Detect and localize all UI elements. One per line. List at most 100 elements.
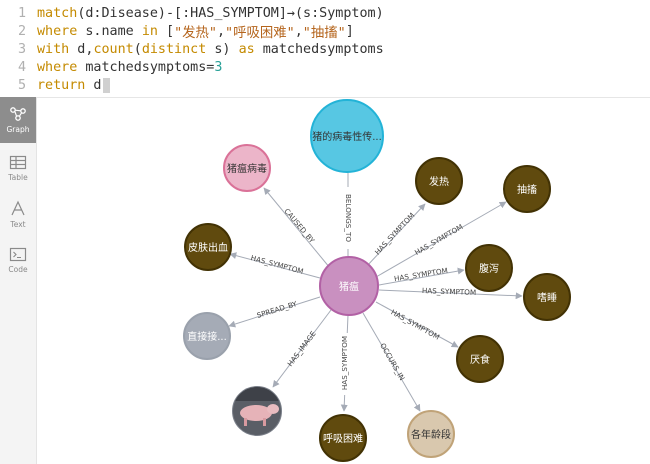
node-label: 呼吸困难 — [323, 433, 363, 445]
node-symptom-anorexia[interactable]: 厌食 — [456, 335, 504, 383]
node-symptom-lethargy[interactable]: 嗜睡 — [523, 273, 571, 321]
bracket-open: [ — [157, 23, 175, 39]
keyword-in: in — [141, 23, 158, 39]
keyword-return: return — [37, 77, 86, 93]
sidebar-item-label: Table — [8, 172, 28, 182]
relationship-occurs-in[interactable]: OCCURS_IN — [362, 312, 421, 412]
relationship-has-symptom-skin-bleeding[interactable]: HAS_SYMPTOM — [229, 252, 321, 279]
relationship-label: OCCURS_IN — [378, 341, 407, 382]
relationship-label: HAS_SYMPTOM — [340, 336, 349, 390]
relationship-label: HAS_SYMPTOM — [393, 266, 448, 283]
node-label: 腹泻 — [479, 262, 499, 275]
number-literal: 3 — [214, 59, 223, 75]
sidebar-item-table[interactable]: Table — [0, 145, 36, 191]
relationship-label: BELONGS_TO — [344, 194, 353, 242]
query-editor[interactable]: 1 match(d:Disease)-[:HAS_SYMPTOM]→(s:Symp… — [0, 0, 650, 98]
graph-svg: BELONGS_TO CAUSED_BY HAS_SYMPTOM HAS_SYM… — [183, 99, 571, 462]
query-line-5: 5 return d — [0, 76, 110, 94]
node-label: 抽搐 — [517, 183, 537, 196]
relationship-label: SPREAD_BY — [256, 299, 299, 320]
node-symptom-dyspnea[interactable]: 呼吸困难 — [319, 414, 367, 462]
node-label: 猪瘟病毒 — [227, 162, 267, 175]
relationship-label: HAS_IMAGE — [285, 329, 318, 368]
relationship-has-symptom-diarrhea[interactable]: HAS_SYMPTOM — [378, 266, 465, 286]
relationship-has-symptom-dyspnea[interactable]: HAS_SYMPTOM — [338, 314, 352, 412]
relationship-belongs-to[interactable]: BELONGS_TO — [340, 161, 356, 257]
variable-text: d — [85, 77, 102, 93]
bracket-close: ] — [345, 23, 354, 39]
function-count: count — [93, 41, 134, 57]
sidebar-item-label: Code — [8, 264, 28, 274]
sidebar-item-code[interactable]: Code — [0, 237, 36, 283]
relationship-label: HAS_SYMPTOM — [373, 211, 417, 257]
relationship-label: HAS_SYMPTOM — [413, 222, 464, 257]
node-disease-center[interactable]: 猪瘟 — [319, 256, 379, 316]
keyword-with: with — [37, 41, 70, 57]
comma: , — [294, 23, 303, 39]
table-icon — [9, 155, 27, 169]
sidebar-item-graph[interactable]: Graph — [0, 97, 36, 143]
node-label: 直接接... — [187, 330, 227, 343]
node-label: 各年龄段 — [411, 428, 451, 441]
relationship-label: HAS_SYMPTOM — [389, 307, 441, 341]
node-label: 嗜睡 — [537, 291, 557, 304]
node-label: 皮肤出血 — [188, 241, 228, 254]
view-sidebar: Graph Table Text Code — [0, 97, 37, 464]
pattern-text: (d:Disease)-[:HAS_SYMPTOM]→(s:Symptom) — [77, 5, 384, 21]
code-icon — [9, 247, 27, 261]
sidebar-item-text[interactable]: Text — [0, 191, 36, 237]
string-dyspnea: "呼吸困难" — [225, 26, 295, 41]
graph-icon — [10, 107, 26, 121]
string-convulsion: "抽搐" — [302, 26, 346, 41]
node-symptom-skin-bleeding[interactable]: 皮肤出血 — [184, 223, 232, 271]
relationship-label: HAS_SYMPTOM — [250, 253, 305, 276]
node-symptom-fever[interactable]: 发热 — [415, 157, 463, 205]
condition-text: matchedsymptoms= — [77, 59, 215, 75]
line-number: 2 — [17, 23, 26, 39]
query-line-1: 1 match(d:Disease)-[:HAS_SYMPTOM]→(s:Symp… — [0, 4, 384, 22]
query-line-4: 4 where matchedsymptoms=3 — [0, 58, 223, 76]
text-cursor — [102, 77, 110, 93]
relationship-label: HAS_SYMPTOM — [422, 286, 476, 297]
node-spread[interactable]: 直接接... — [183, 312, 231, 360]
relationship-spread-by[interactable]: SPREAD_BY — [228, 296, 321, 328]
property-text: s.name — [77, 23, 142, 39]
comma: , — [216, 23, 226, 39]
keyword-distinct: distinct — [141, 41, 207, 57]
variable-text: s) — [206, 41, 239, 57]
line-number: 3 — [17, 41, 26, 57]
node-age[interactable]: 各年龄段 — [407, 410, 455, 458]
relationship-has-symptom-anorexia[interactable]: HAS_SYMPTOM — [375, 301, 459, 348]
node-cause[interactable]: 猪瘟病毒 — [223, 144, 271, 192]
node-label: 发热 — [429, 175, 449, 188]
sidebar-item-label: Text — [10, 219, 26, 229]
relationship-caused-by[interactable]: CAUSED_BY — [263, 187, 331, 269]
node-label: 厌食 — [470, 353, 490, 366]
text-icon — [11, 200, 25, 215]
graph-canvas[interactable]: BELONGS_TO CAUSED_BY HAS_SYMPTOM HAS_SYM… — [37, 97, 650, 464]
alias-text: matchedsymptoms — [254, 41, 384, 57]
node-label: 猪瘟 — [339, 280, 359, 293]
keyword-match: match — [37, 5, 78, 21]
paren-open: ( — [133, 41, 142, 57]
query-line-3: 3 with d,count(distinct s) as matchedsymp… — [0, 40, 384, 58]
string-fever: "发热" — [174, 26, 217, 41]
line-number: 5 — [17, 77, 26, 93]
node-image[interactable] — [232, 386, 282, 436]
node-category[interactable]: 猪的病毒性传... — [310, 99, 384, 173]
keyword-where: where — [37, 23, 78, 39]
line-number: 1 — [17, 5, 26, 21]
pig-image — [233, 387, 281, 435]
relationship-has-symptom-lethargy[interactable]: HAS_SYMPTOM — [378, 286, 523, 300]
keyword-where: where — [37, 59, 78, 75]
relationship-has-symptom-fever[interactable]: HAS_SYMPTOM — [365, 203, 426, 268]
node-symptom-convulsion[interactable]: 抽搐 — [503, 165, 551, 213]
keyword-as: as — [238, 41, 255, 57]
node-symptom-diarrhea[interactable]: 腹泻 — [465, 244, 513, 292]
sidebar-item-label: Graph — [6, 125, 30, 134]
variable-text: d, — [69, 41, 94, 57]
relationship-label: CAUSED_BY — [282, 207, 317, 246]
relationship-has-image[interactable]: HAS_IMAGE — [272, 309, 332, 388]
line-number: 4 — [17, 59, 26, 75]
